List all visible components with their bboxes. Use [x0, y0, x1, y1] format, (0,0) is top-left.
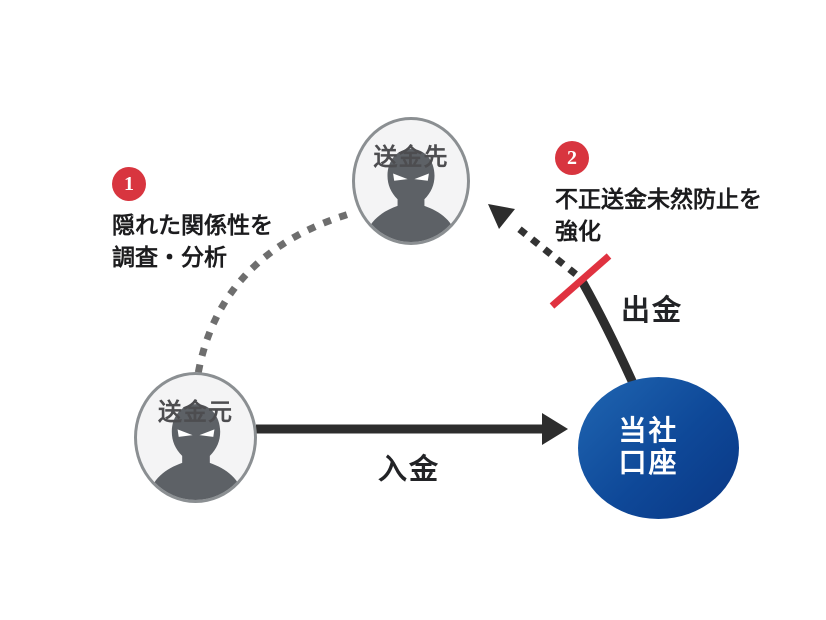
step2-badge: 2 [555, 141, 589, 175]
step2-caption-line1: 不正送金未然防止を [555, 187, 762, 212]
recipient-label: 送金先 [373, 145, 449, 171]
node-recipient: 送金先 [352, 117, 470, 245]
company-account-label-line1: 当社 [618, 415, 679, 447]
annotation-step2: 2 不正送金未然防止を 強化 [555, 141, 762, 248]
deposit-arrowhead-icon [542, 413, 568, 445]
deposit-label: 入金 [377, 454, 440, 486]
block-bar-icon [549, 253, 612, 309]
step2-caption: 不正送金未然防止を 強化 [555, 184, 762, 248]
sender-label: 送金元 [158, 400, 233, 426]
step1-caption-line1: 隠れた関係性を [112, 213, 273, 238]
hidden-relationship-dotted-arc [194, 207, 361, 374]
withdrawal-label: 出金 [620, 295, 683, 327]
withdrawal-dotted-segment [513, 223, 578, 277]
step1-badge: 1 [112, 167, 146, 201]
step1-caption-line2: 調査・分析 [112, 245, 227, 270]
step2-caption-line2: 強化 [555, 219, 601, 244]
person-icon [364, 148, 458, 242]
company-account-label-line2: 口座 [618, 448, 679, 479]
withdrawal-arrow [488, 204, 637, 386]
node-company-account: 当社 口座 [578, 377, 739, 519]
withdrawal-solid-curve [578, 278, 637, 386]
withdrawal-arrowhead-icon [488, 204, 515, 229]
step1-caption: 隠れた関係性を 調査・分析 [112, 210, 273, 274]
person-icon [147, 404, 244, 500]
company-account-label: 当社 口座 [618, 416, 678, 481]
node-sender: 送金元 [134, 372, 257, 503]
deposit-arrow [256, 413, 568, 445]
annotation-step1: 1 隠れた関係性を 調査・分析 [112, 167, 273, 274]
